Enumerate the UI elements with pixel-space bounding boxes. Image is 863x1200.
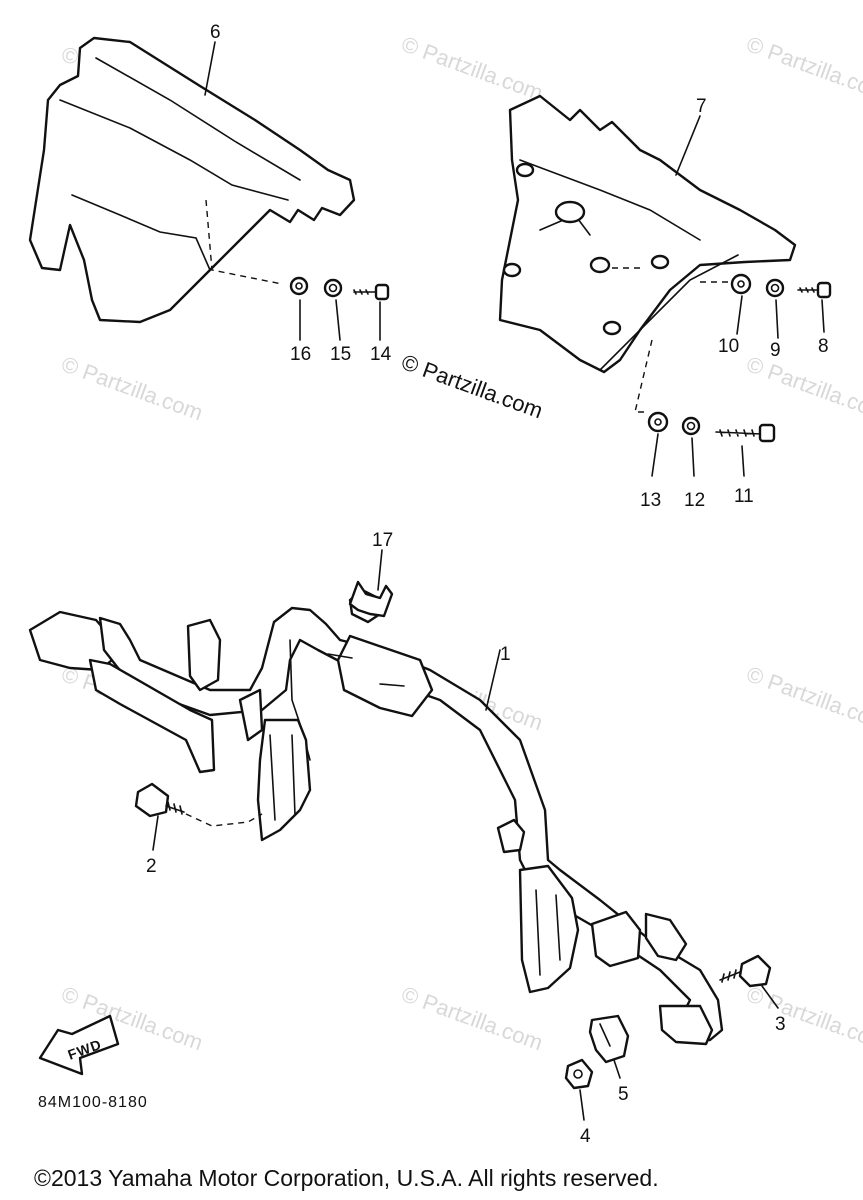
watermark-4: © Partzilla.com xyxy=(58,351,206,425)
hardware-8-9-10 xyxy=(730,273,832,299)
watermark-5: © Partzilla.com xyxy=(743,351,863,425)
fwd-arrow-icon: FWD xyxy=(38,1014,120,1076)
part-5-bracket xyxy=(588,1014,630,1064)
watermark-3: © Partzilla.com xyxy=(743,31,863,105)
callout-3: 3 xyxy=(775,1014,786,1035)
watermark-center: © Partzilla.com xyxy=(398,349,546,423)
part-3-bolt xyxy=(719,954,772,988)
diagram-code: 84M100-8180 xyxy=(38,1094,148,1111)
callout-9: 9 xyxy=(770,340,781,361)
watermark-10: © Partzilla.com xyxy=(398,981,546,1055)
callout-6: 6 xyxy=(210,22,221,43)
watermark-2: © Partzilla.com xyxy=(398,31,546,105)
callout-14: 14 xyxy=(370,344,392,365)
callout-17: 17 xyxy=(372,530,393,551)
callout-13: 13 xyxy=(640,490,661,511)
copyright: ©2013 Yamaha Motor Corporation, U.S.A. A… xyxy=(34,1165,659,1191)
watermark-8: © Partzilla.com xyxy=(743,661,863,735)
callouts: 6 7 16 15 14 10 9 8 13 12 11 17 1 2 3 5 … xyxy=(146,22,829,1147)
callout-10: 10 xyxy=(718,336,739,357)
callout-8: 8 xyxy=(818,336,829,357)
part-2-bolt xyxy=(134,782,263,827)
callout-16: 16 xyxy=(290,344,311,365)
leader-lines xyxy=(152,41,825,1121)
hardware-14-15-16 xyxy=(289,276,390,301)
callout-2: 2 xyxy=(146,856,157,877)
callout-12: 12 xyxy=(684,490,705,511)
callout-5: 5 xyxy=(618,1084,629,1105)
part-6-cover xyxy=(28,36,356,324)
part-17-clamp xyxy=(348,580,394,618)
callout-1: 1 xyxy=(500,644,511,665)
part-4-nut xyxy=(564,1058,594,1090)
watermark-11: © Partzilla.com xyxy=(743,981,863,1055)
hardware-11-12-13 xyxy=(647,411,776,443)
callout-7: 7 xyxy=(696,96,707,117)
part-7-cover xyxy=(498,94,797,413)
part-1-stay-frame xyxy=(28,588,724,1046)
callout-11: 11 xyxy=(734,486,754,507)
callout-15: 15 xyxy=(330,344,351,365)
callout-4: 4 xyxy=(580,1126,591,1147)
